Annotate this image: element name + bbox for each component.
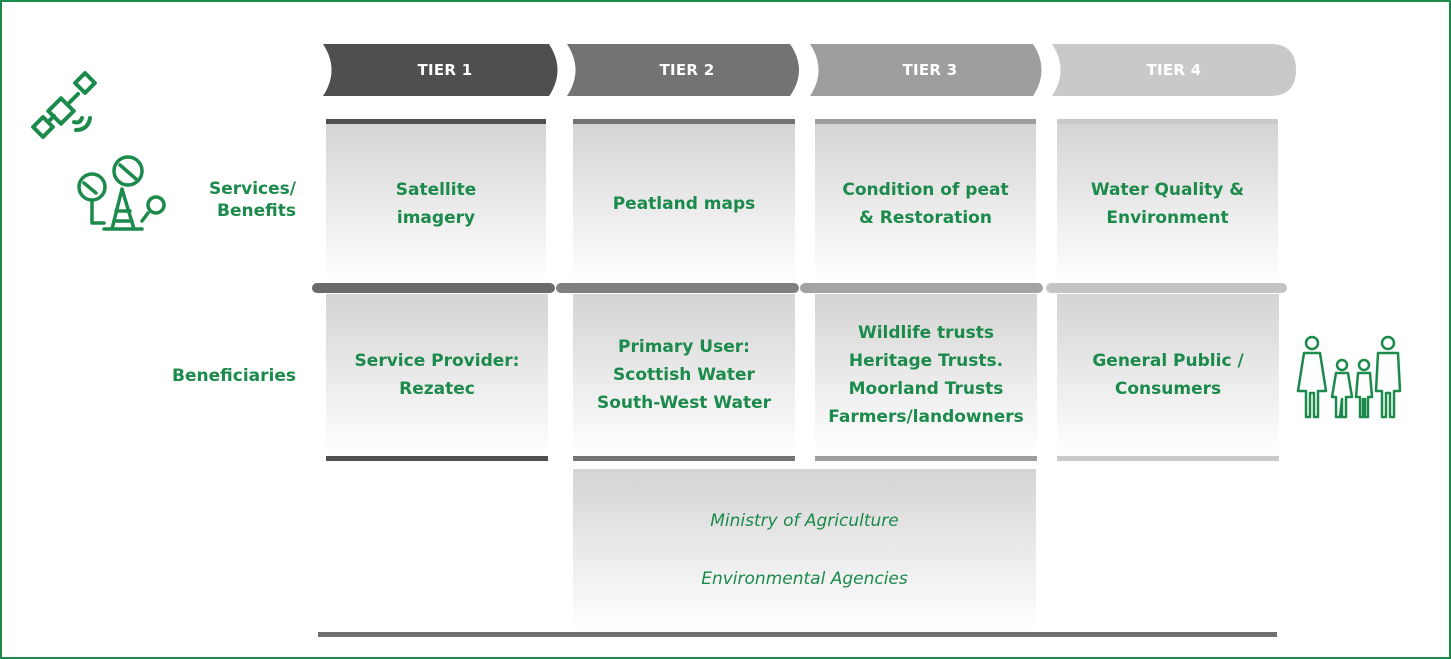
divider-tier-1 [312, 283, 555, 293]
service-cell-tier-2: Peatland maps [573, 119, 795, 283]
beneficiaries-row-label: Beneficiaries [172, 366, 296, 386]
bottom-divider [318, 632, 1277, 637]
service-text-tier-1: Satellite imagery [395, 179, 477, 228]
service-cell-tier-4: Water Quality & Environment [1057, 119, 1278, 283]
beneficiary-text-tier-4: General Public / Consumers [1092, 351, 1244, 399]
beneficiary-cell-tier-4: General Public / Consumers [1057, 294, 1279, 461]
tier-1-chevron [323, 44, 558, 96]
service-cell-tier-1: Satellite imagery [326, 119, 546, 283]
divider-tier-3 [800, 283, 1043, 293]
divider-tier-2 [556, 283, 799, 293]
tier-3-label: TIER 3 [902, 61, 958, 79]
tier-4-chevron [1052, 44, 1296, 96]
agency-environmental: Environmental Agencies [701, 569, 908, 589]
tier-2-label: TIER 2 [659, 61, 715, 79]
beneficiary-text-tier-3: Wildlife trusts Heritage Trusts. Moorlan… [828, 323, 1024, 427]
services-row-label: Services/ Benefits [208, 179, 296, 221]
beneficiary-text-tier-1: Service Provider: Rezatec [354, 351, 520, 399]
service-text-tier-3: Condition of peat & Restoration [842, 179, 1009, 228]
agencies-box: Ministry of Agriculture Environmental Ag… [573, 469, 1036, 631]
tier-4-label: TIER 4 [1146, 61, 1202, 79]
tier-2-chevron [567, 44, 799, 96]
tier-3-chevron [810, 44, 1042, 96]
beneficiary-text-tier-2: Primary User: Scottish Water South-West … [596, 337, 772, 413]
satellite-dish-icon [77, 155, 166, 231]
beneficiary-cell-tier-3: Wildlife trusts Heritage Trusts. Moorlan… [815, 294, 1037, 461]
service-cell-tier-3: Condition of peat & Restoration [815, 119, 1036, 283]
agency-ministry: Ministry of Agriculture [710, 511, 899, 531]
tier-header-bar [323, 44, 1296, 96]
tier-1-label: TIER 1 [417, 61, 473, 79]
service-text-tier-4: Water Quality & Environment [1090, 179, 1245, 228]
service-text-tier-2: Peatland maps [612, 193, 756, 214]
beneficiary-cell-tier-1: Service Provider: Rezatec [326, 294, 548, 461]
family-icon [1296, 335, 1402, 419]
beneficiary-cell-tier-2: Primary User: Scottish Water South-West … [573, 294, 795, 461]
satellite-icon [31, 71, 97, 139]
divider-tier-4 [1046, 283, 1287, 293]
